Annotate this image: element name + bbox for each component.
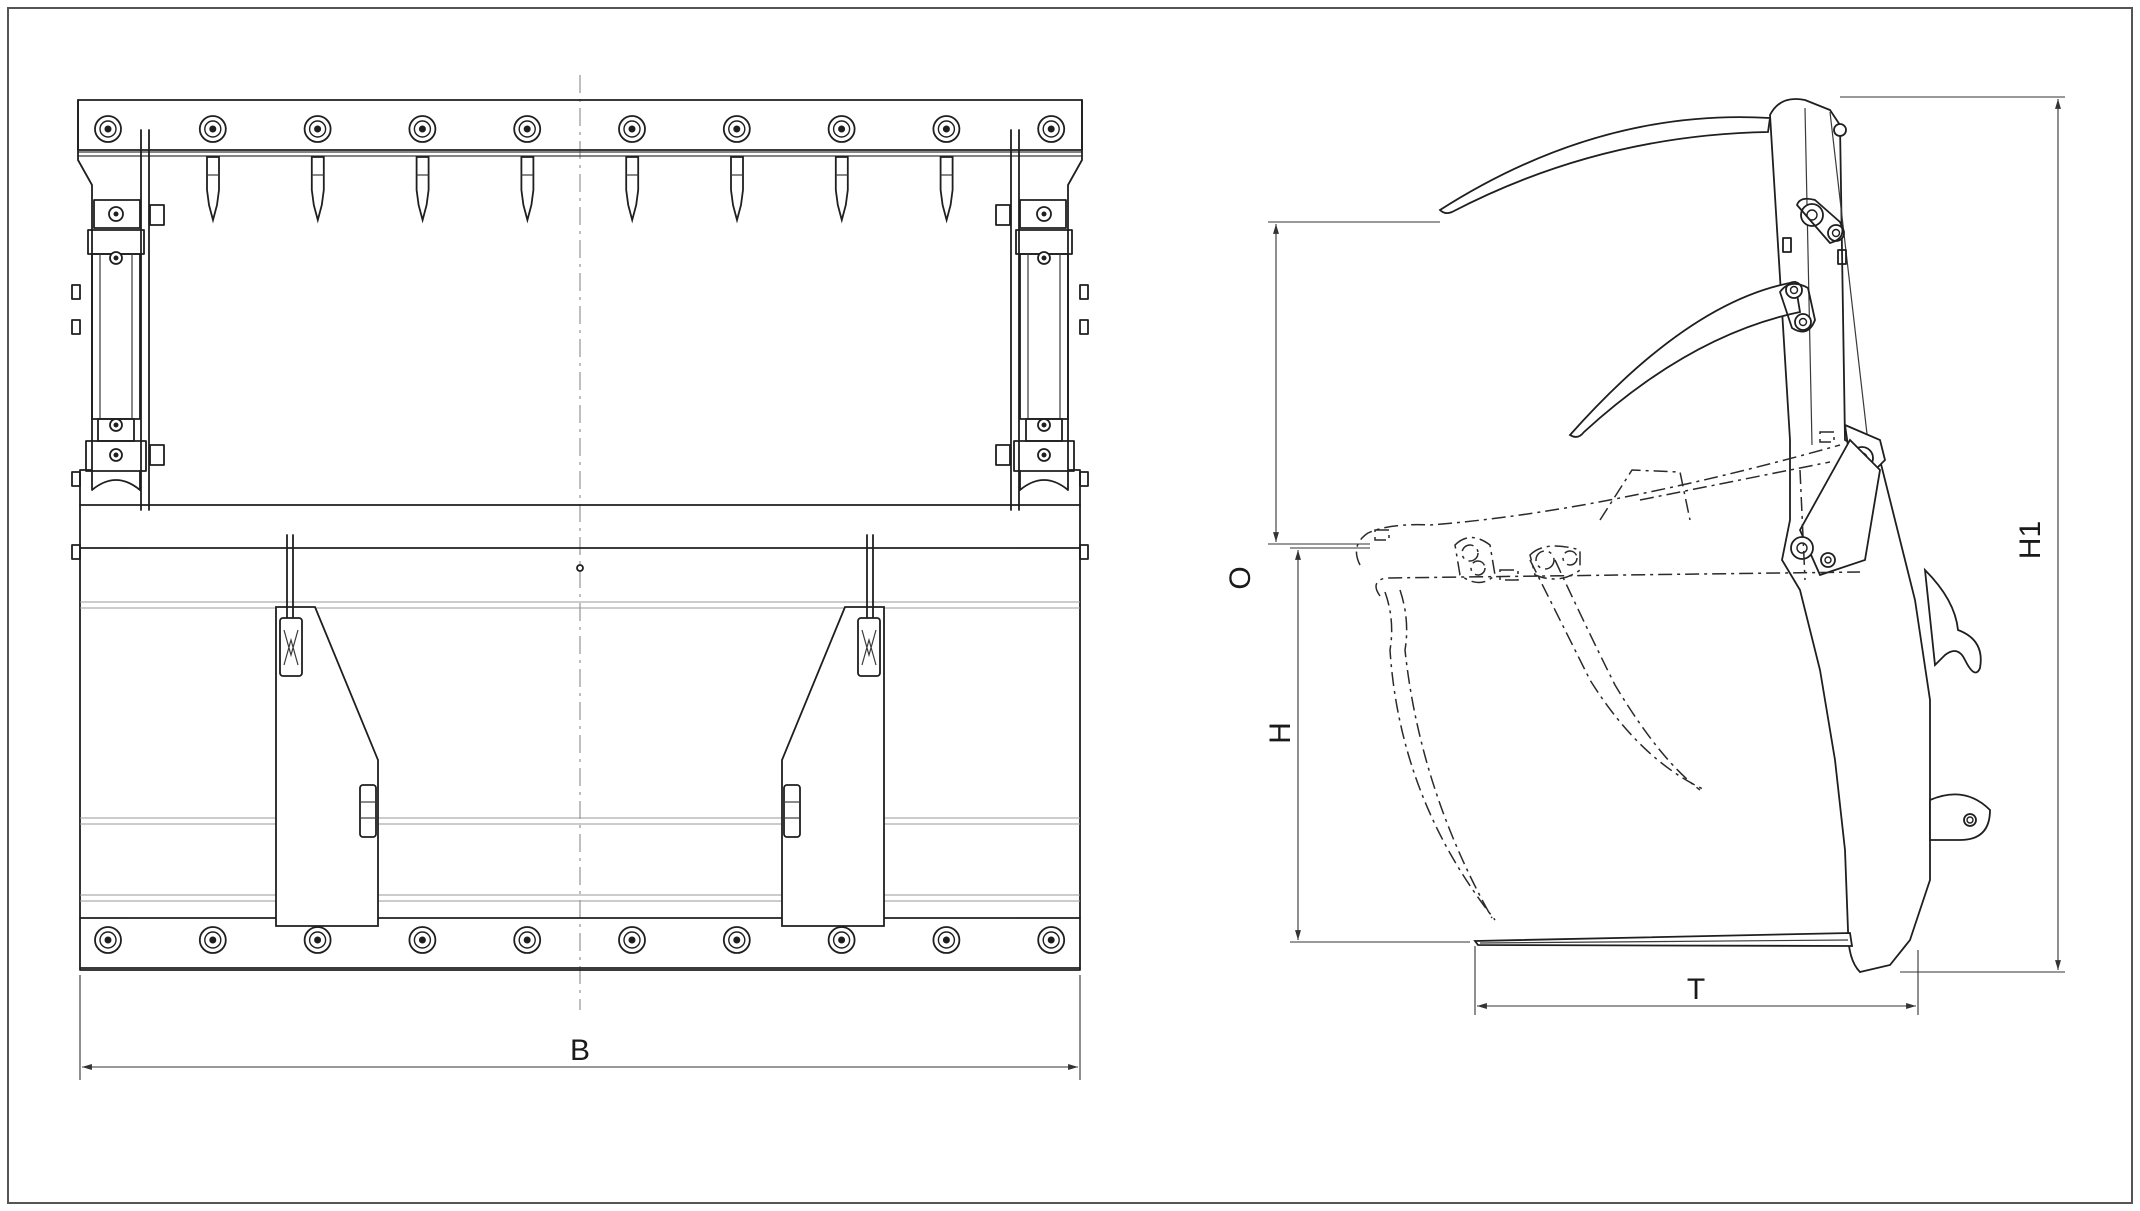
sheet-frame bbox=[7, 7, 2133, 1204]
bolt bbox=[303, 115, 332, 143]
bolt bbox=[722, 926, 751, 954]
side-view: O H H1 T bbox=[1224, 96, 2065, 1015]
tine bbox=[520, 156, 535, 224]
bolt bbox=[408, 926, 437, 954]
bolt bbox=[932, 115, 961, 143]
upper-grab-tine bbox=[1438, 116, 1772, 215]
dimension-h1-label: H1 bbox=[2014, 521, 2047, 559]
front-view: B bbox=[71, 75, 1089, 1080]
phantom-jaw-arm bbox=[1355, 444, 1841, 566]
left-hydraulic-cylinder bbox=[71, 199, 165, 560]
dimension-h: H bbox=[1264, 547, 1470, 943]
dimension-o: O bbox=[1224, 221, 1440, 590]
bottom-tine bbox=[1473, 932, 1854, 947]
tine bbox=[834, 156, 849, 224]
bolt bbox=[932, 926, 961, 954]
right-mount-plate bbox=[781, 534, 885, 927]
bolt bbox=[722, 115, 751, 143]
bolt bbox=[94, 115, 122, 143]
bolt bbox=[198, 115, 227, 143]
bolt bbox=[827, 115, 856, 143]
dimension-b: B bbox=[79, 975, 1081, 1080]
bolt bbox=[94, 926, 122, 954]
bolt bbox=[1037, 926, 1066, 954]
bolt bbox=[513, 926, 542, 954]
left-mount-plate bbox=[275, 534, 379, 927]
bucket-body bbox=[79, 504, 1081, 971]
dimension-t-label: T bbox=[1687, 973, 1705, 1006]
tine bbox=[625, 156, 640, 224]
dimension-h1: H1 bbox=[1840, 96, 2065, 973]
bolt bbox=[408, 115, 437, 143]
tine bbox=[730, 156, 744, 224]
bolt bbox=[827, 926, 856, 954]
bolt bbox=[198, 926, 227, 954]
left-side-plate bbox=[77, 99, 93, 506]
dimension-o-label: O bbox=[1224, 566, 1257, 589]
bolt bbox=[303, 926, 332, 954]
middle-grab-tine bbox=[1568, 280, 1802, 438]
rear-hook bbox=[1923, 567, 1982, 674]
bottom-bolt-row bbox=[94, 926, 1066, 954]
dimension-b-label: B bbox=[570, 1034, 590, 1067]
tine bbox=[415, 156, 430, 224]
bolt bbox=[513, 115, 542, 143]
right-side-plate bbox=[1067, 99, 1083, 506]
dimension-t: T bbox=[1474, 946, 1919, 1015]
bolt bbox=[618, 115, 646, 143]
tine bbox=[310, 156, 325, 224]
right-hydraulic-cylinder bbox=[995, 199, 1089, 560]
tine bbox=[939, 156, 954, 224]
tine bbox=[206, 156, 220, 224]
bolt bbox=[1037, 115, 1066, 143]
top-tine-row bbox=[206, 156, 954, 224]
top-bolt-row bbox=[94, 115, 1066, 143]
bolt bbox=[618, 926, 646, 954]
dimension-h-label: H bbox=[1264, 722, 1297, 744]
